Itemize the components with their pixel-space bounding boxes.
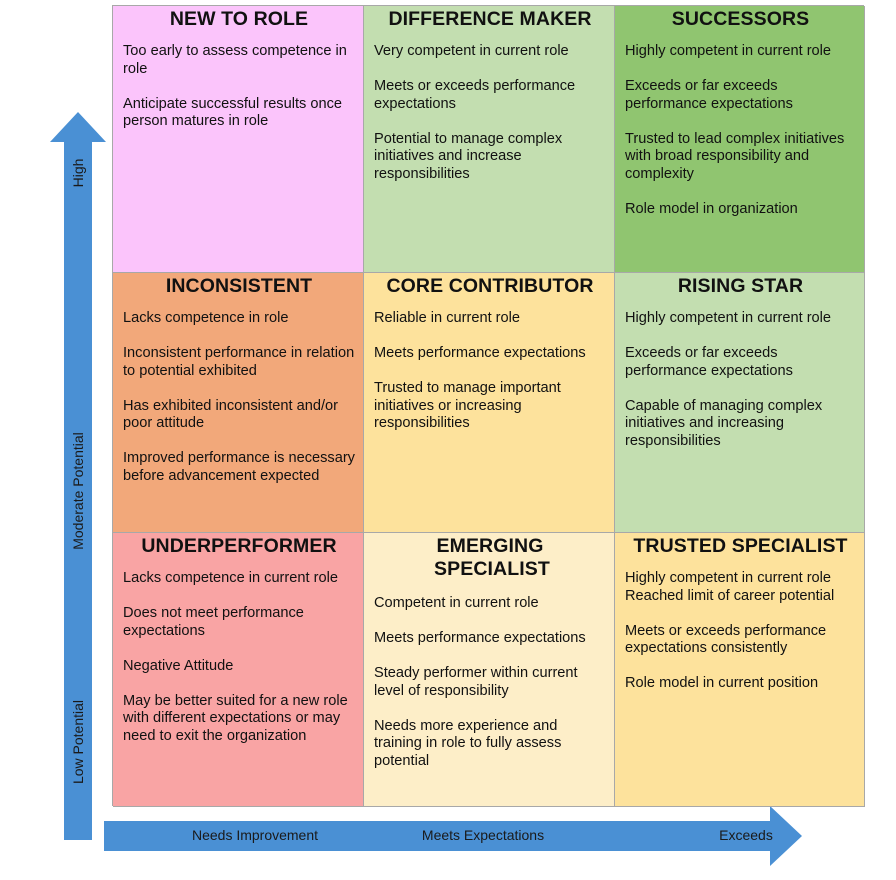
underperformer-item: Does not meet performance expectations: [123, 605, 304, 639]
cell-rising-star: RISING STAR Highly competent in current r…: [615, 273, 865, 533]
nine-box-grid: NEW TO ROLE Too early to assess competenc…: [112, 5, 865, 807]
successors-item: Trusted to lead complex initiatives with…: [625, 130, 845, 182]
difference-maker-item: Potential to manage complex initiatives …: [374, 130, 563, 182]
cell-underperformer: UNDERPERFORMER Lacks competence in curren…: [113, 533, 364, 807]
x-label-exceeds: Exceeds: [719, 827, 773, 843]
emerging-specialist-item: Steady performer within current level of…: [374, 665, 578, 699]
inconsistent-item: Has exhibited inconsistent and/or poor a…: [123, 397, 338, 432]
cell-new-to-role: NEW TO ROLE Too early to assess competenc…: [113, 6, 364, 273]
inconsistent-item: Inconsistent performance in relation to …: [123, 345, 355, 379]
inconsistent-title: INCONSISTENT: [165, 275, 313, 297]
y-label-moderate-potential: Moderate Potential: [70, 432, 86, 550]
x-label-needs-improvement: Needs Improvement: [191, 827, 319, 843]
emerging-specialist-item: Needs more experience and training in ro…: [374, 717, 562, 769]
inconsistent-item: Improved performance is necessary before…: [123, 450, 355, 484]
inconsistent-item: Lacks competence in role: [123, 310, 289, 326]
trusted-specialist-title: TRUSTED SPECIALIST: [633, 535, 848, 557]
core-contributor-item: Trusted to manage important initiatives …: [374, 380, 561, 431]
y-label-high: High: [70, 158, 86, 188]
new-to-role-title: NEW TO ROLE: [169, 8, 309, 30]
core-contributor-title: CORE CONTRIBUTOR: [386, 275, 594, 297]
core-contributor-item: Reliable in current role: [374, 310, 521, 326]
performance-axis-arrow: [104, 806, 802, 866]
rising-star-item: Exceeds or far exceeds performance expec…: [625, 345, 793, 379]
successors-item: Highly competent in current role: [625, 43, 832, 59]
cell-trusted-specialist: TRUSTED SPECIALIST Highly competent in cu…: [615, 533, 865, 807]
emerging-specialist-item: Meets performance expectations: [374, 630, 586, 646]
core-contributor-item: Meets performance expectations: [374, 345, 586, 361]
new-to-role-item: Anticipate successful results once perso…: [123, 95, 343, 130]
underperformer-item: Negative Attitude: [123, 657, 234, 674]
difference-maker-item: Very competent in current role: [374, 43, 569, 59]
difference-maker-title: DIFFERENCE MAKER: [388, 8, 592, 30]
new-to-role-item: Too early to assess competence in role: [123, 43, 347, 77]
successors-item: Role model in organization: [625, 200, 798, 217]
rising-star-title: RISING STAR: [677, 275, 804, 297]
underperformer-item: May be better suited for a new role with…: [123, 692, 348, 744]
trusted-specialist-item: Meets or exceeds performance expectation…: [625, 622, 827, 657]
trusted-specialist-item: Role model in current position: [625, 675, 819, 691]
performance-arrow-shape: [104, 806, 802, 866]
rising-star-item: Highly competent in current role: [625, 310, 832, 326]
difference-maker-item: Meets or exceeds performance expectation…: [374, 78, 576, 112]
successors-title: SUCCESSORS: [671, 8, 810, 30]
rising-star-item: Capable of managing complex initiatives …: [625, 397, 823, 449]
emerging-specialist-title: EMERGING SPECIALIST: [434, 535, 550, 580]
successors-item: Exceeds or far exceeds performance expec…: [625, 78, 793, 112]
underperformer-title: UNDERPERFORMER: [141, 535, 337, 557]
trusted-specialist-item: Highly competent in current role Reached…: [625, 570, 835, 604]
cell-successors: SUCCESSORS Highly competent in current ro…: [615, 6, 865, 273]
x-label-meets-expectations: Meets Expectations: [421, 827, 545, 843]
emerging-specialist-item: Competent in current role: [374, 595, 539, 611]
underperformer-item: Lacks competence in current role: [123, 570, 338, 586]
potential-arrow-shape: [50, 112, 106, 840]
y-label-low-potential: Low Potential: [70, 699, 86, 785]
cell-core-contributor: CORE CONTRIBUTOR Reliable in current role…: [364, 273, 615, 533]
potential-axis-arrow: [50, 112, 106, 840]
cell-difference-maker: DIFFERENCE MAKER Very competent in curren…: [364, 6, 615, 273]
cell-emerging-specialist: EMERGING SPECIALIST Competent in current …: [364, 533, 615, 807]
